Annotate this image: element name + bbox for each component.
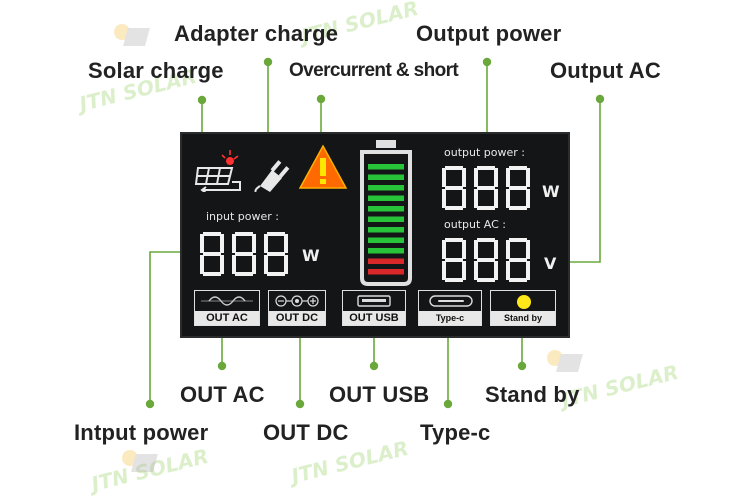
battery-bar-green bbox=[368, 237, 404, 243]
watermark-logo-icon bbox=[547, 350, 583, 372]
dc-polarity-icon bbox=[275, 295, 319, 307]
callout-output-power: Output power bbox=[416, 21, 562, 46]
standby-light-icon bbox=[517, 295, 531, 309]
battery-bar-green bbox=[368, 248, 404, 254]
callout-solar-charge: Solar charge bbox=[88, 58, 224, 83]
input-power-unit: W bbox=[302, 246, 320, 265]
solar-panel-icon bbox=[194, 150, 241, 192]
type-c-caption: Type-c bbox=[419, 311, 481, 325]
battery-icon bbox=[360, 140, 412, 286]
callout-overcurrent-short: Overcurrent & short bbox=[289, 60, 459, 81]
stand-by-indicator: Stand by bbox=[490, 290, 556, 326]
battery-bar-green bbox=[368, 195, 404, 201]
callout-adapter-charge: Adapter charge bbox=[174, 21, 339, 46]
callout-input-power: Intput power bbox=[74, 420, 209, 445]
callout-output-ac: Output AC bbox=[550, 58, 661, 83]
output-power-display bbox=[442, 166, 530, 210]
out-usb-port: OUT USB bbox=[342, 290, 406, 326]
battery-bar-red bbox=[368, 258, 404, 264]
output-power-unit: W bbox=[542, 182, 560, 201]
stand-by-caption: Stand by bbox=[491, 311, 555, 325]
callout-out-usb: OUT USB bbox=[329, 382, 430, 407]
out-ac-caption: OUT AC bbox=[195, 311, 259, 325]
watermark-logo-icon bbox=[114, 24, 150, 46]
input-power-label: input power : bbox=[206, 210, 279, 223]
battery-bar-green bbox=[368, 174, 404, 180]
watermark-logo-icon bbox=[122, 450, 158, 472]
battery-bar-red bbox=[368, 269, 404, 275]
battery-bar-green bbox=[368, 216, 404, 222]
lcd-panel: input power : W output power : W output … bbox=[180, 132, 570, 338]
output-ac-display bbox=[442, 238, 530, 282]
out-ac-port: OUT AC bbox=[194, 290, 260, 326]
battery-bar-green bbox=[368, 164, 404, 170]
out-dc-caption: OUT DC bbox=[269, 311, 325, 325]
battery-bar-green bbox=[368, 206, 404, 212]
ac-wave-icon bbox=[201, 296, 253, 306]
callout-stand-by: Stand by bbox=[485, 382, 580, 407]
type-c-port: Type-c bbox=[418, 290, 482, 326]
battery-level-bars bbox=[368, 164, 404, 275]
plug-icon bbox=[254, 160, 290, 192]
type-c-port-icon bbox=[429, 295, 473, 307]
output-ac-unit: V bbox=[544, 254, 557, 273]
output-ac-label: output AC : bbox=[444, 218, 506, 231]
usb-port-icon bbox=[357, 295, 391, 307]
out-dc-port: OUT DC bbox=[268, 290, 326, 326]
warning-icon bbox=[298, 144, 348, 189]
input-power-display bbox=[200, 232, 288, 276]
out-usb-caption: OUT USB bbox=[343, 311, 405, 325]
callout-out-dc: OUT DC bbox=[263, 420, 349, 445]
callout-type-c: Type-c bbox=[420, 420, 491, 445]
battery-bar-green bbox=[368, 185, 404, 191]
output-power-label: output power : bbox=[444, 146, 525, 159]
battery-bar-green bbox=[368, 227, 404, 233]
callout-out-ac: OUT AC bbox=[180, 382, 265, 407]
